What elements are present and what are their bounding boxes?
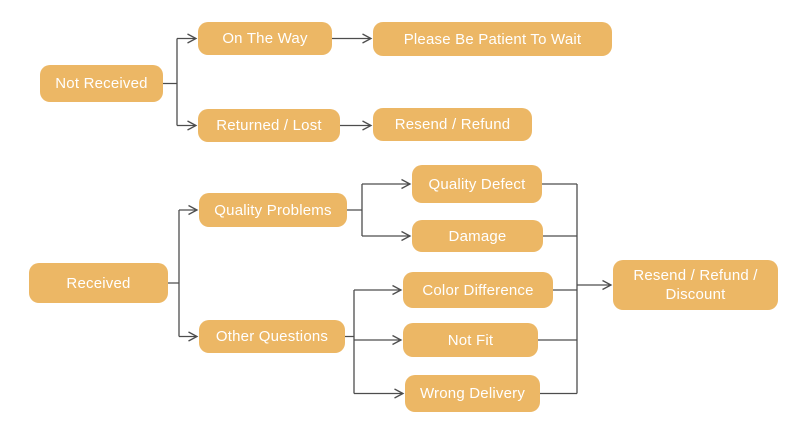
node-not-fit: Not Fit xyxy=(403,323,538,357)
node-resend-refund-discount: Resend / Refund / Discount xyxy=(613,260,778,310)
node-returned-lost: Returned / Lost xyxy=(198,109,340,142)
edge-converge-lines xyxy=(538,183,578,395)
edge-trunk-received xyxy=(168,210,180,337)
node-color-difference: Color Difference xyxy=(403,272,553,308)
node-wrong-delivery: Wrong Delivery xyxy=(405,375,540,412)
edge-trunk-not-received xyxy=(163,38,178,126)
node-quality-problems: Quality Problems xyxy=(199,193,347,227)
node-other-questions: Other Questions xyxy=(199,320,345,353)
node-quality-defect: Quality Defect xyxy=(412,165,542,203)
node-please-be-patient: Please Be Patient To Wait xyxy=(373,22,612,56)
node-on-the-way: On The Way xyxy=(198,22,332,55)
node-not-received: Not Received xyxy=(40,65,163,102)
node-received: Received xyxy=(29,263,168,303)
node-damage: Damage xyxy=(412,220,543,252)
node-resend-refund: Resend / Refund xyxy=(373,108,532,141)
edge-trunk-other-questions xyxy=(345,290,355,394)
edge-trunk-quality-problems xyxy=(347,184,363,236)
